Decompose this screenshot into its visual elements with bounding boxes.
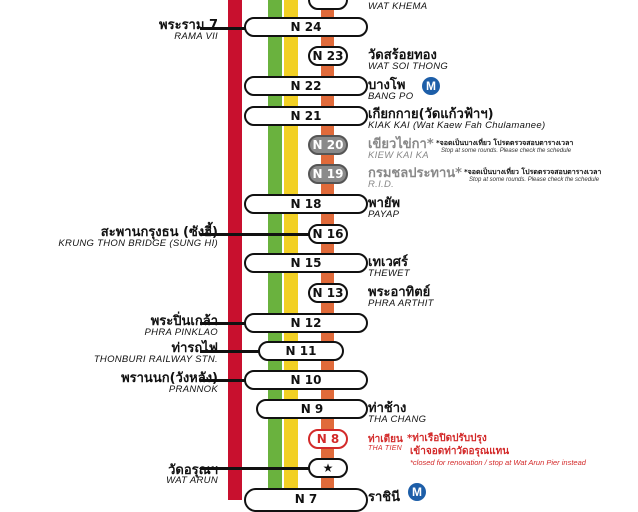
krung-thon-en: KRUNG THON BRIDGE (SUNG HI) xyxy=(58,238,218,249)
pier-n22[interactable]: N 22 xyxy=(244,76,368,96)
tha-chang-th: ท่าช้าง xyxy=(368,401,407,416)
bang-po-th: บางโพ xyxy=(368,78,406,93)
pier-n16[interactable]: N 16 xyxy=(308,224,348,244)
pier-n13[interactable]: N 13 xyxy=(308,283,348,303)
prannok-en: PRANNOK xyxy=(168,384,218,395)
thewet-en: THEWET xyxy=(368,268,410,279)
pier-n11[interactable]: N 11 xyxy=(258,341,344,361)
pier-n21[interactable]: N 21 xyxy=(244,106,368,126)
tha-tien-note-en: *closed for renovation / stop at Wat Aru… xyxy=(410,458,586,467)
thonburi-rly-en: THONBURI RAILWAY STN. xyxy=(93,354,218,365)
payap-th: พายัพ xyxy=(368,196,401,211)
pier-n20[interactable]: N 20 xyxy=(308,135,348,155)
rid-note-en: Stop at some rounds. Please check the sc… xyxy=(469,177,600,183)
phra-arthit-en: PHRA ARTHIT xyxy=(368,298,434,309)
kiak-kai-en: KIAK KAI (Wat Kaew Fah Chulamanee) xyxy=(368,120,546,131)
tha-tien-note-th1: *ท่าเรือปิดปรับปรุง xyxy=(407,433,487,444)
wat-soi-thong-en: WAT SOI THONG xyxy=(368,61,449,72)
pier-wat-arun[interactable]: ★ xyxy=(308,458,348,478)
rid-th: กรมชลประทาน* xyxy=(368,166,462,181)
kiew-kai-ka-th: เขียวไข่กา* xyxy=(368,137,434,152)
rid-en: R.I.D. xyxy=(368,179,395,190)
krung-thon-th: สะพานกรุงธน (ซังฮี้) xyxy=(100,225,218,240)
phra-pinklao-tick xyxy=(200,322,246,325)
wat-khema-en: WAT KHEMA xyxy=(368,1,428,12)
prannok-th: พรานนก(วังหลัง) xyxy=(121,371,218,386)
pier-n12[interactable]: N 12 xyxy=(244,313,368,333)
phra-arthit-th: พระอาทิตย์ xyxy=(368,285,431,300)
green-route-line xyxy=(268,0,282,500)
wat-arun-en: WAT ARUN xyxy=(166,475,218,486)
thewet-th: เทเวศร์ xyxy=(368,255,408,270)
pier-n9[interactable]: N 9 xyxy=(256,399,368,419)
pier-n7[interactable]: N 7 xyxy=(244,488,368,512)
pier-n8[interactable]: N 8 xyxy=(308,429,348,449)
rid-note-th: *จอดเป็นบางเที่ยว โปรดตรวจสอบตารางเวลา xyxy=(464,168,602,176)
kiew-kai-ka-en: KIEW KAI KA xyxy=(368,150,429,161)
phra-pinklao-en: PHRA PINKLAO xyxy=(144,327,218,338)
payap-en: PAYAP xyxy=(368,209,400,220)
tha-tien-en: THA TIEN xyxy=(368,445,403,452)
tha-tien-note-th2: เข้าจอดท่าวัดอรุณแทน xyxy=(410,446,510,457)
pier-n18[interactable]: N 18 xyxy=(244,194,368,214)
thonburi-rly-th: ท่ารถไฟ xyxy=(171,341,218,356)
rama7-tick xyxy=(200,27,246,30)
wat-arun-th: วัดอรุณฯ xyxy=(168,463,218,478)
prannok-tick xyxy=(200,379,246,382)
pier-n10[interactable]: N 10 xyxy=(244,370,368,390)
yellow-route-line xyxy=(284,0,298,500)
tha-tien-th: ท่าเตียน xyxy=(368,434,403,445)
rama7-en: RAMA VII xyxy=(174,31,218,42)
tha-chang-en: THA CHANG xyxy=(368,414,427,425)
mrt-icon: M xyxy=(422,77,440,95)
rama7-th: พระราม 7 xyxy=(159,18,218,33)
pier-n15[interactable]: N 15 xyxy=(244,253,368,273)
pier-n25-marker xyxy=(308,0,348,10)
wat-soi-thong-th: วัดสร้อยทอง xyxy=(368,48,437,63)
kiew-kai-ka-note-en: Stop at some rounds. Please check the sc… xyxy=(441,148,572,154)
pier-n19[interactable]: N 19 xyxy=(308,164,348,184)
mrt-icon: M xyxy=(408,483,426,501)
pier-n24[interactable]: N 24 xyxy=(244,17,368,37)
bang-po-en: BANG PO xyxy=(368,91,414,102)
phra-pinklao-th: พระปิ่นเกล้า xyxy=(150,314,218,329)
kiak-kai-th: เกียกกาย(วัดแก้วฟ้าฯ) xyxy=(368,107,494,122)
orange-route-line xyxy=(321,0,334,500)
thonburi-rly-tick xyxy=(200,350,260,353)
star-icon: ★ xyxy=(322,461,334,475)
red-route-line xyxy=(228,0,242,500)
wat-arun-tick xyxy=(200,467,310,470)
pier-n23[interactable]: N 23 xyxy=(308,46,348,66)
kiew-kai-ka-note-th: *จอดเป็นบางเที่ยว โปรดตรวจสอบตารางเวลา xyxy=(436,139,574,147)
krung-thon-tick xyxy=(200,233,310,236)
rajinee-th: ราชินี xyxy=(368,490,400,505)
